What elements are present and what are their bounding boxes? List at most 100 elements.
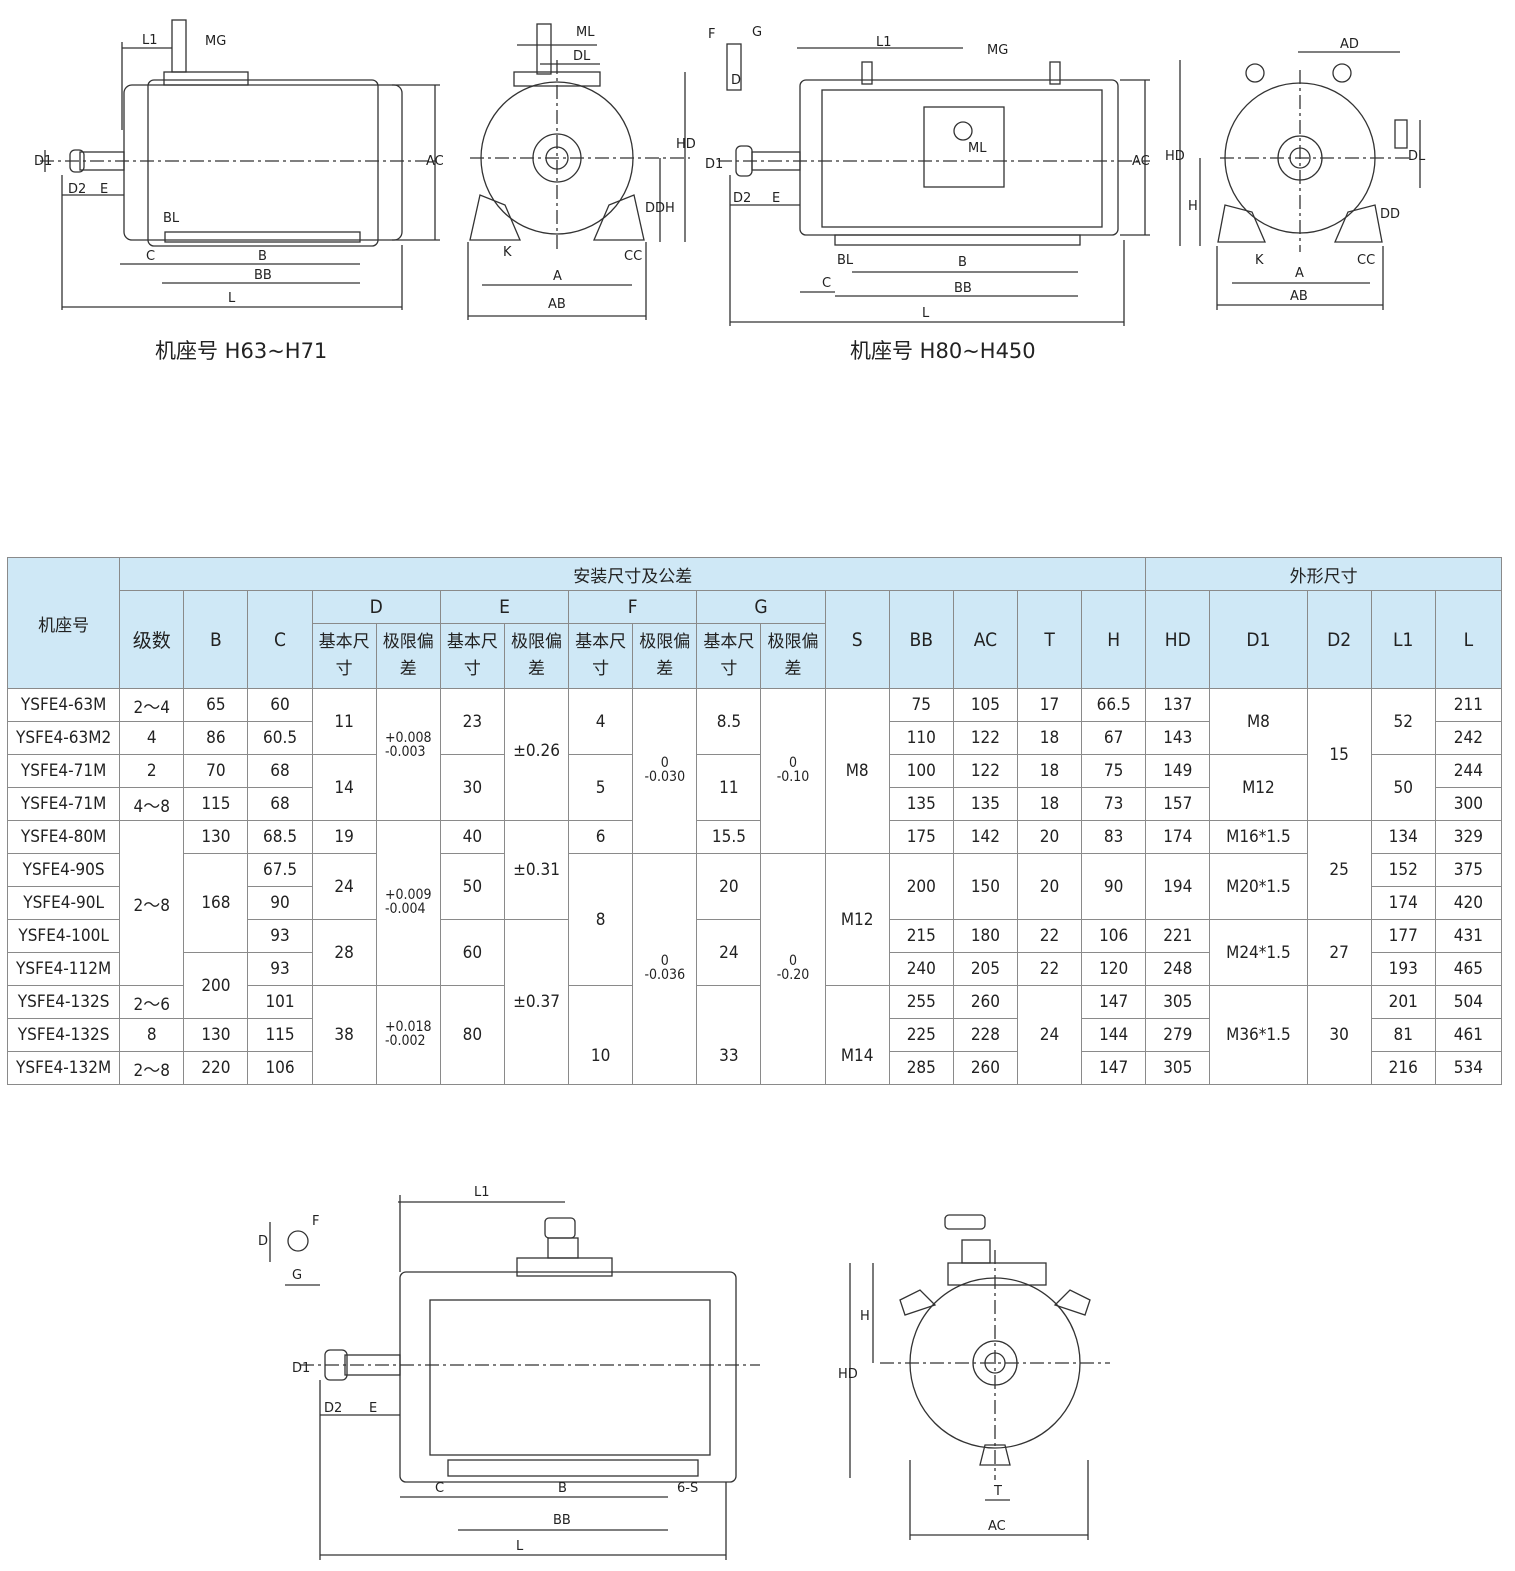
label-c-c: C bbox=[435, 1481, 444, 1496]
cell-l: 431 bbox=[1434, 919, 1503, 953]
cell-hd: 174 bbox=[1145, 820, 1211, 854]
header-d-limit: 极限偏差 bbox=[375, 623, 441, 689]
table-row: YSFE4-132M 2～8 220 106 285 260 147 305 2… bbox=[6, 1051, 1503, 1085]
cell-c: 115 bbox=[247, 1018, 313, 1052]
tol-lower: -0.036 bbox=[644, 967, 686, 983]
cell-ac: 260 bbox=[952, 1051, 1018, 1085]
header-t: T bbox=[1016, 590, 1083, 689]
cell-ac: 260 bbox=[952, 985, 1018, 1019]
cell-g: 15.5 bbox=[696, 820, 762, 854]
cell-l: 534 bbox=[1434, 1051, 1503, 1085]
cell-b: 168 bbox=[183, 853, 249, 953]
cell-t: 20 bbox=[1016, 853, 1083, 920]
label-mg: MG bbox=[205, 34, 226, 49]
table-row: YSFE4-80M 2～8 130 68.5 19 +0.009-0.004 4… bbox=[6, 820, 1503, 986]
cell-g: 11 bbox=[696, 754, 762, 821]
header-d2: D2 bbox=[1306, 590, 1372, 689]
cell-c: 68 bbox=[247, 754, 313, 788]
label-bb-b: BB bbox=[954, 281, 972, 296]
tol-upper: +0.008 bbox=[384, 730, 432, 746]
cell-f-tol: 0-0.036 bbox=[632, 853, 698, 1085]
cell-d2: 30 bbox=[1306, 985, 1372, 1085]
label-b-c: B bbox=[558, 1481, 567, 1496]
cell-poles: 2～8 bbox=[119, 820, 185, 986]
header-poles: 级数 bbox=[119, 590, 185, 689]
table-row: YSFE4-132S 8 130 115 225 228 144 279 81 … bbox=[6, 1018, 1503, 1052]
cell-bb: 75 bbox=[888, 688, 954, 722]
cell-l: 465 bbox=[1434, 952, 1503, 986]
cell-frame: YSFE4-90L bbox=[6, 886, 121, 920]
cell-c: 106 bbox=[247, 1051, 313, 1085]
cell-ac: 122 bbox=[952, 754, 1018, 788]
cell-h: 147 bbox=[1081, 985, 1147, 1019]
header-f-basic: 基本尺寸 bbox=[568, 623, 634, 689]
label-ml-b: ML bbox=[968, 141, 987, 156]
cell-bb: 225 bbox=[888, 1018, 954, 1052]
cell-f-tol: 0-0.030 bbox=[632, 688, 698, 854]
cell-frame: YSFE4-71M bbox=[6, 787, 121, 821]
header-f: F bbox=[568, 590, 698, 624]
cell-h: 147 bbox=[1081, 1051, 1147, 1085]
header-outline: 外形尺寸 bbox=[1145, 557, 1502, 591]
cell-ac: 205 bbox=[952, 952, 1018, 986]
cell-l1: 193 bbox=[1370, 952, 1436, 986]
label-b-b: B bbox=[958, 255, 967, 270]
cell-c: 60 bbox=[247, 688, 313, 722]
label-c-b: C bbox=[822, 276, 831, 291]
cell-t: 22 bbox=[1016, 952, 1083, 986]
cell-hd: 149 bbox=[1145, 754, 1211, 788]
label-e-b: E bbox=[772, 191, 780, 206]
label-bl-b: BL bbox=[837, 253, 854, 268]
header-e: E bbox=[439, 590, 570, 624]
cell-poles: 2～4 bbox=[119, 688, 185, 722]
side-view-bottom bbox=[269, 1195, 760, 1560]
cell-d: 38 bbox=[311, 985, 377, 1085]
label-c: C bbox=[146, 249, 155, 264]
cell-d: 11 bbox=[311, 688, 377, 755]
cell-f: 5 bbox=[568, 754, 634, 821]
tol-lower: -0.003 bbox=[384, 744, 426, 760]
cell-t: 18 bbox=[1016, 721, 1083, 755]
cell-b: 86 bbox=[183, 721, 249, 755]
header-e-basic: 基本尺寸 bbox=[439, 623, 505, 689]
cell-t: 20 bbox=[1016, 820, 1083, 854]
header-e-limit: 极限偏差 bbox=[503, 623, 570, 689]
cell-frame: YSFE4-80M bbox=[6, 820, 121, 854]
cell-t: 24 bbox=[1016, 985, 1083, 1085]
header-hd: HD bbox=[1145, 590, 1211, 689]
cell-frame: YSFE4-132M bbox=[6, 1051, 121, 1085]
cell-d: 19 bbox=[311, 820, 377, 854]
cell-frame: YSFE4-63M bbox=[6, 688, 121, 722]
tol-lower: -0.20 bbox=[776, 967, 810, 983]
label-dl-b: DL bbox=[1408, 149, 1426, 164]
cell-d-tol: +0.018-0.002 bbox=[375, 985, 441, 1085]
cell-b: 130 bbox=[183, 1018, 249, 1052]
cell-d2: 27 bbox=[1306, 919, 1372, 986]
label-6s: 6-S bbox=[677, 1481, 698, 1496]
cell-ac: 135 bbox=[952, 787, 1018, 821]
cell-s: M12 bbox=[824, 853, 890, 986]
cell-hd: 194 bbox=[1145, 853, 1211, 920]
label-l1-c: L1 bbox=[474, 1185, 490, 1200]
header-s: S bbox=[824, 590, 890, 689]
header-l: L bbox=[1434, 590, 1503, 689]
header-g: G bbox=[696, 590, 826, 624]
tol-upper: +0.009 bbox=[384, 887, 432, 903]
cell-f: 10 bbox=[568, 985, 634, 1085]
table-row: YSFE4-90L 90 174 420 bbox=[6, 886, 1503, 920]
cell-d-tol: +0.008-0.003 bbox=[375, 688, 441, 821]
label-f-c: F bbox=[312, 1214, 319, 1229]
label-k: K bbox=[503, 245, 512, 260]
cell-frame: YSFE4-112M bbox=[6, 952, 121, 986]
label-d1: D1 bbox=[34, 154, 52, 169]
tol-lower: -0.10 bbox=[776, 769, 810, 785]
cell-b: 220 bbox=[183, 1051, 249, 1085]
cell-poles: 2～6 bbox=[119, 985, 185, 1019]
cell-bb: 110 bbox=[888, 721, 954, 755]
header-d: D bbox=[311, 590, 441, 624]
cell-hd: 305 bbox=[1145, 1051, 1211, 1085]
cell-f: 6 bbox=[568, 820, 634, 854]
cell-t: 22 bbox=[1016, 919, 1083, 953]
cell-s: M14 bbox=[824, 985, 890, 1085]
cell-c: 68 bbox=[247, 787, 313, 821]
